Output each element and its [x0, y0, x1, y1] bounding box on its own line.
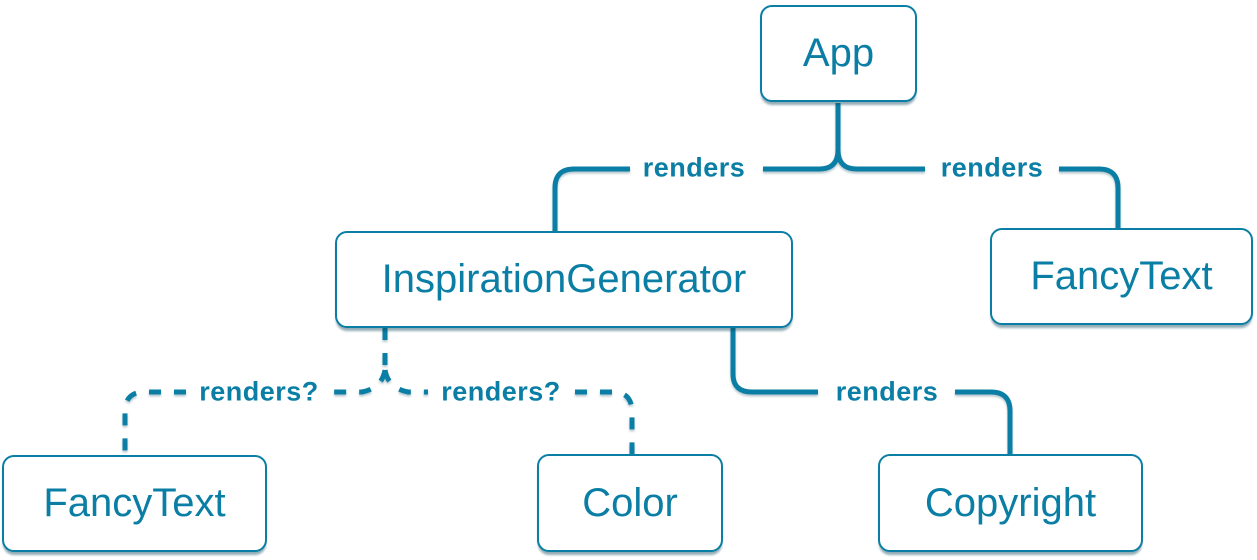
- edge-inspirationgenerator-to-fancytext-segment-1: [332, 369, 388, 395]
- node-app: App: [760, 5, 917, 102]
- node-fancy-text-bottom-label: FancyText: [43, 481, 226, 525]
- edge-app-to-inspirationgenerator-segment-1: [763, 103, 841, 172]
- edge-inspirationgenerator-to-fancytext-segment-2: [122, 389, 186, 455]
- node-inspiration-generator: InspirationGenerator: [335, 231, 793, 328]
- node-color: Color: [537, 454, 723, 552]
- node-copyright: Copyright: [878, 454, 1143, 552]
- edge-inspirationgenerator-to-copyright-segment-1: [730, 328, 818, 395]
- node-inspiration-generator-label: InspirationGenerator: [381, 257, 747, 301]
- edge-inspirationgenerator-to-color-segment-2: [575, 389, 635, 455]
- edge-inspirationgenerator-to-color-segment-1: [382, 369, 428, 395]
- edge-label-app-renders-fancytext: renders: [940, 152, 1044, 183]
- edge-app-to-fancytext-segment-2: [1059, 166, 1121, 228]
- edge-inspirationgenerator-to-copyright-segment-2: [955, 389, 1013, 455]
- edge-label-inspirationgenerator-renders-copyright: renders: [835, 376, 939, 407]
- node-copyright-label: Copyright: [924, 480, 1097, 525]
- node-fancy-text-bottom: FancyText: [2, 455, 267, 552]
- edge-label-inspirationgenerator-renders-fancytext: renders?: [199, 376, 319, 407]
- edge-app-to-inspirationgenerator-segment-2: [552, 166, 630, 231]
- edge-label-app-renders-inspirationgenerator: renders: [642, 152, 746, 183]
- node-color-label: Color: [582, 480, 678, 525]
- edge-app-to-fancytext-segment-1: [835, 103, 925, 172]
- node-fancy-text-top-label: FancyText: [1030, 254, 1213, 298]
- node-fancy-text-top: FancyText: [990, 228, 1253, 325]
- node-app-label: App: [802, 31, 875, 75]
- edge-label-inspirationgenerator-renders-color: renders?: [441, 376, 561, 407]
